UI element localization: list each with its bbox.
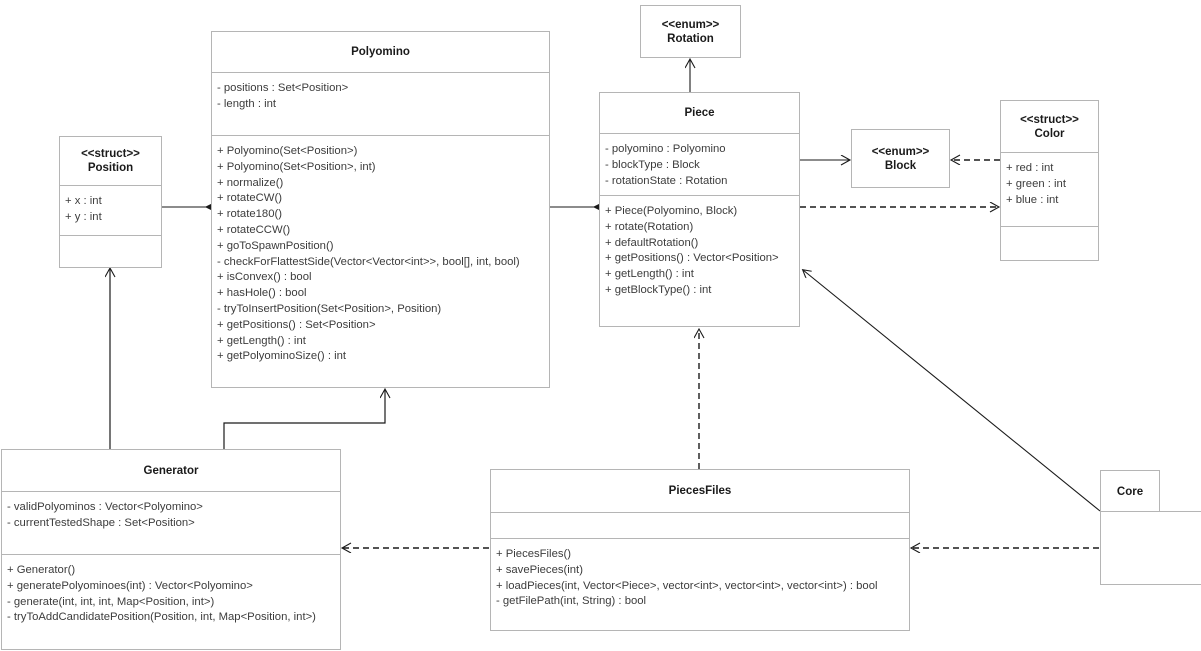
class-operations-generator: + Generator() + generatePolyominoes(int)… — [2, 554, 340, 649]
operation-row: - generate(int, int, int, Map<Position, … — [7, 595, 215, 608]
class-box-polyomino[interactable]: Polyomino - positions : Set<Position> - … — [211, 31, 550, 388]
class-attributes-color: + red : int + green : int + blue : int — [1001, 152, 1098, 226]
class-operations-piece: + Piece(Polyomino, Block) + rotate(Rotat… — [600, 195, 799, 326]
attribute-row: - length : int — [217, 97, 277, 110]
attribute-row: + blue : int — [1006, 193, 1059, 206]
operation-row: - tryToInsertPosition(Set<Position>, Pos… — [217, 302, 442, 315]
class-title-color: <<struct>> Color — [1001, 101, 1098, 152]
class-operations-position — [60, 235, 161, 267]
class-name-piecesfiles: PiecesFiles — [668, 485, 732, 497]
attribute-row: - validPolyominos : Vector<Polyomino> — [7, 501, 203, 513]
operation-row: + PiecesFiles() — [496, 548, 572, 560]
operation-row: + rotateCW() — [217, 192, 282, 205]
operation-row: + goToSpawnPosition() — [217, 239, 334, 252]
operation-row: + generatePolyominoes(int) : Vector<Poly… — [7, 579, 253, 592]
attribute-row: + green : int — [1006, 177, 1066, 190]
attribute-row: - blockType : Block — [605, 158, 700, 171]
class-attributes-piece: - polyomino : Polyomino - blockType : Bl… — [600, 133, 799, 195]
operation-row: - getFilePath(int, String) : bool — [496, 595, 647, 608]
operation-row: + getBlockType() : int — [605, 283, 712, 296]
operation-row: + rotate180() — [217, 208, 282, 221]
operation-row: + getPolyominoSize() : int — [217, 350, 347, 363]
attribute-row: + red : int — [1006, 162, 1054, 174]
operation-row: + normalize() — [217, 176, 284, 189]
attribute-row: + x : int — [65, 195, 102, 207]
class-name-rotation: Rotation — [667, 32, 714, 45]
operation-row: + getPositions() : Set<Position> — [217, 318, 376, 331]
class-attributes-generator: - validPolyominos : Vector<Polyomino> - … — [2, 491, 340, 554]
class-attributes-position: + x : int + y : int — [60, 185, 161, 235]
class-title-position: <<struct>> Position — [60, 137, 161, 185]
operation-row: + isConvex() : bool — [217, 271, 312, 284]
attribute-row: - positions : Set<Position> — [217, 82, 349, 94]
attribute-row: - currentTestedShape : Set<Position> — [7, 516, 195, 529]
class-attributes-polyomino: - positions : Set<Position> - length : i… — [212, 72, 549, 135]
class-box-color[interactable]: <<struct>> Color + red : int + green : i… — [1000, 100, 1099, 261]
class-stereotype-block: <<enum>> — [871, 145, 930, 158]
operation-row: + rotate(Rotation) — [605, 220, 694, 233]
class-title-core[interactable]: Core — [1100, 470, 1160, 512]
class-box-piece[interactable]: Piece - polyomino : Polyomino - blockTyp… — [599, 92, 800, 327]
attribute-row: - rotationState : Rotation — [605, 174, 728, 187]
class-box-position[interactable]: <<struct>> Position + x : int + y : int — [59, 136, 162, 268]
class-box-rotation[interactable]: <<enum>> Rotation — [640, 5, 741, 58]
class-stereotype-rotation: <<enum>> — [661, 18, 720, 31]
edge-generator-polyomino — [223, 390, 385, 449]
class-operations-polyomino: + Polyomino(Set<Position>) + Polyomino(S… — [212, 135, 549, 387]
class-box-block[interactable]: <<enum>> Block — [851, 129, 950, 188]
class-stereotype-color: <<struct>> — [1020, 113, 1079, 126]
class-box-piecesfiles[interactable]: PiecesFiles + PiecesFiles() + savePieces… — [490, 469, 910, 631]
operation-row: + Piece(Polyomino, Block) — [605, 205, 738, 217]
class-title-generator: Generator — [2, 450, 340, 491]
class-stereotype-position: <<struct>> — [81, 148, 140, 160]
attribute-row: + y : int — [65, 210, 102, 223]
operation-row: - checkForFlattestSide(Vector<Vector<int… — [217, 255, 520, 268]
operation-row: + getLength() : int — [217, 334, 306, 347]
class-name-polyomino: Polyomino — [351, 46, 410, 58]
class-name-block: Block — [884, 159, 917, 172]
operation-row: + Polyomino(Set<Position>, int) — [217, 160, 376, 173]
operation-row: + savePieces(int) — [496, 563, 583, 576]
class-title-polyomino: Polyomino — [212, 32, 549, 72]
class-name-position: Position — [87, 162, 134, 174]
operation-row: + rotateCCW() — [217, 223, 291, 236]
class-operations-piecesfiles: + PiecesFiles() + savePieces(int) + load… — [491, 538, 909, 630]
class-title-piece: Piece — [600, 93, 799, 133]
operation-row: + getLength() : int — [605, 268, 694, 281]
class-name-color: Color — [1034, 127, 1065, 140]
class-name-core: Core — [1116, 485, 1144, 498]
class-title-piecesfiles: PiecesFiles — [491, 470, 909, 512]
attribute-row: - polyomino : Polyomino — [605, 143, 726, 155]
class-box-core[interactable] — [1100, 511, 1201, 585]
operation-row: + loadPieces(int, Vector<Piece>, vector<… — [496, 579, 878, 592]
operation-row: + getPositions() : Vector<Position> — [605, 252, 779, 265]
operation-row: + Generator() — [7, 564, 76, 576]
class-title-block: <<enum>> Block — [852, 130, 949, 187]
operation-row: + hasHole() : bool — [217, 287, 307, 300]
class-name-generator: Generator — [143, 464, 199, 477]
class-name-piece: Piece — [684, 107, 715, 119]
operation-row: - tryToAddCandidatePosition(Position, in… — [7, 611, 316, 624]
class-operations-color — [1001, 226, 1098, 260]
operation-row: + Polyomino(Set<Position>) — [217, 145, 358, 157]
operation-row: + defaultRotation() — [605, 236, 699, 249]
class-box-generator[interactable]: Generator - validPolyominos : Vector<Pol… — [1, 449, 341, 650]
class-title-rotation: <<enum>> Rotation — [641, 6, 740, 57]
class-attributes-piecesfiles — [491, 512, 909, 538]
